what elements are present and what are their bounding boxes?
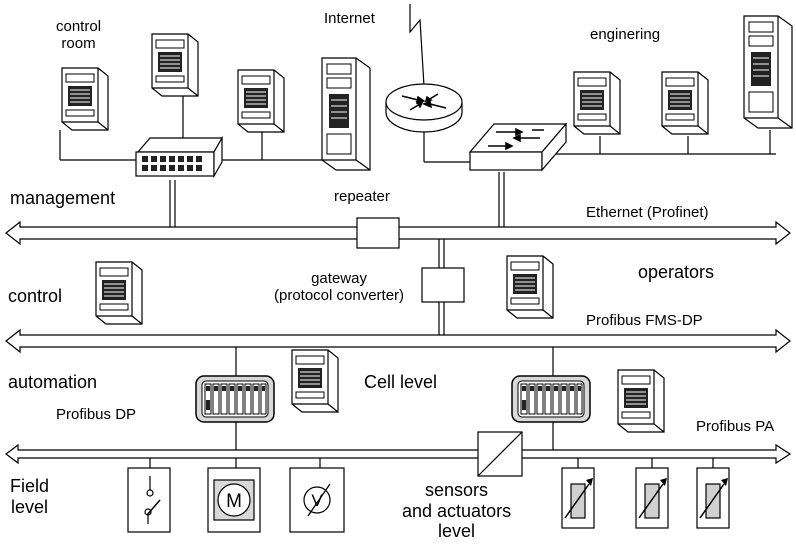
cell-computer-icon	[291, 349, 339, 413]
engineering-server-icon	[743, 15, 793, 129]
profibus-pa-bus	[5, 443, 792, 465]
control-room-label: control room	[56, 18, 102, 53]
limit-switch-icon	[127, 467, 171, 533]
motor-icon: M	[207, 467, 261, 533]
transmitter-icon	[635, 467, 669, 529]
plc-rack-icon	[511, 375, 591, 423]
profibus-pa-label: Profibus PA	[696, 418, 775, 435]
cell-level-label: Cell level	[364, 372, 438, 392]
network-switch-icon	[135, 135, 224, 179]
control-room-computer-icon	[237, 69, 285, 133]
operator-computer-icon	[506, 255, 554, 319]
field-level-label: Field level	[10, 476, 50, 517]
repeater-box	[356, 217, 400, 249]
engineering-computer-icon	[661, 71, 709, 135]
gateway-label: gateway (protocol converter)	[274, 270, 405, 305]
layer3-switch-icon	[468, 122, 568, 172]
control-room-computer-icon	[151, 33, 199, 97]
plc-rack-icon	[195, 375, 275, 423]
operators-label: operators	[638, 262, 715, 282]
control-level-label: control	[8, 286, 63, 306]
cell-computer-icon	[617, 369, 665, 433]
router-icon	[385, 83, 463, 133]
engineering-computer-icon	[573, 71, 621, 135]
sensors-actuators-level-label: sensors and actuators level	[402, 480, 512, 542]
control-room-computer-icon	[61, 67, 109, 131]
ethernet-bus-label: Ethernet (Profinet)	[586, 204, 709, 221]
engineering-label: enginering	[590, 26, 661, 43]
motor-symbol-text: M	[226, 491, 242, 512]
server-tower-icon	[321, 57, 371, 171]
dp-pa-coupler-icon	[477, 431, 523, 477]
transmitter-icon	[561, 467, 595, 529]
profibus-fms-label: Profibus FMS-DP	[586, 312, 703, 329]
control-computer-icon	[95, 261, 143, 325]
gateway-box	[421, 267, 465, 303]
repeater-label: repeater	[334, 188, 390, 205]
internet-label: Internet	[324, 10, 375, 27]
transmitter-icon	[696, 467, 730, 529]
valve-icon: V	[289, 467, 345, 533]
automation-level-label: automation	[8, 372, 98, 392]
management-level-label: management	[10, 188, 116, 208]
profibus-fms-bus	[5, 328, 791, 354]
profibus-dp-label: Profibus DP	[56, 406, 137, 423]
valve-symbol-text: V	[311, 491, 323, 510]
